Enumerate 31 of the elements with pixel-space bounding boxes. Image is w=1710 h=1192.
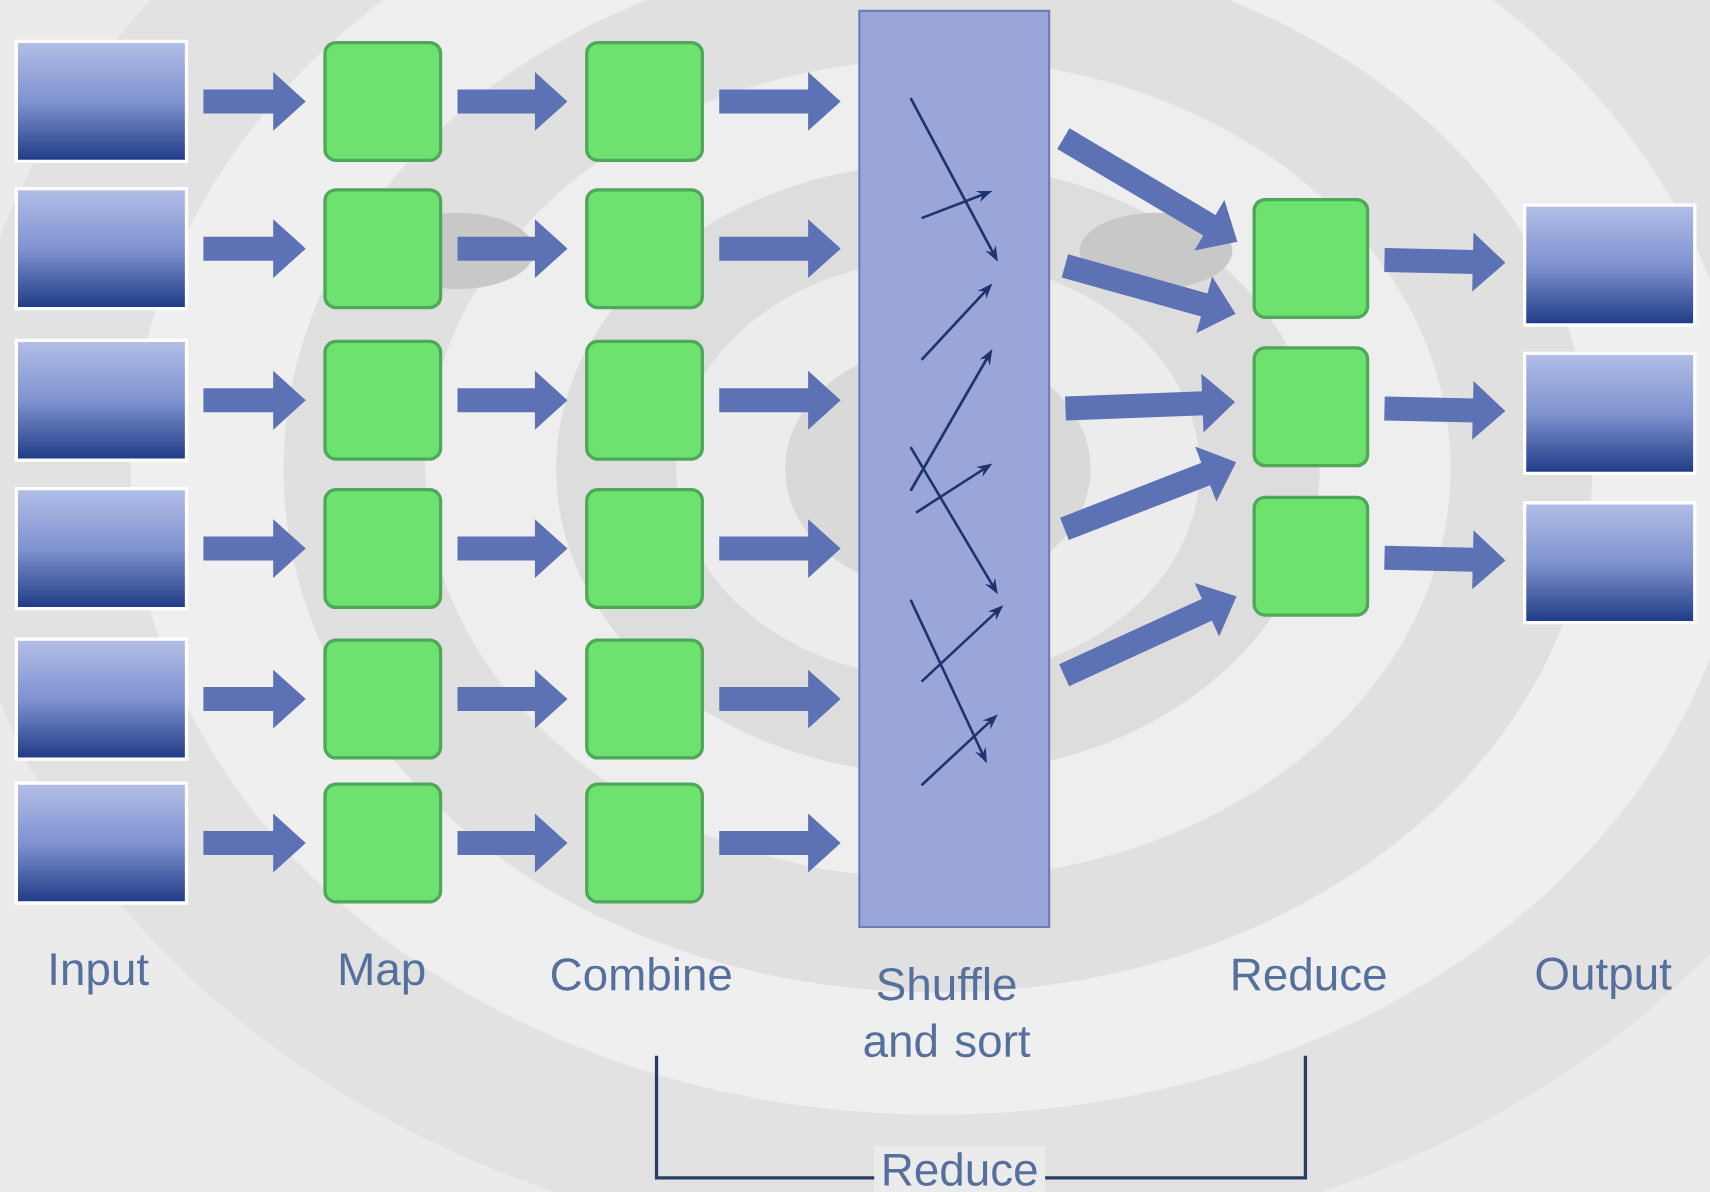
task-box [323,488,443,610]
column-label: Map [340,953,425,995]
task-box [585,188,704,310]
task-box [585,339,704,461]
data-block [14,637,189,761]
data-block [1523,351,1697,475]
task-box [1252,495,1370,617]
data-block [1523,203,1697,327]
task-box [585,638,704,760]
task-box [323,188,443,310]
bracket-label: Reduce [874,1145,1046,1192]
shuffle-box [858,9,1051,929]
task-box [585,782,704,904]
column-label: Input [51,953,149,995]
task-box [323,638,443,760]
task-box [1252,346,1370,468]
data-block [14,39,189,164]
data-block [14,187,189,311]
data-block [14,781,189,905]
data-block [14,486,189,611]
task-box [585,40,704,162]
task-box [323,40,443,162]
column-label: Output [1536,957,1672,999]
column-label: Reduce [1233,957,1386,991]
task-box [323,339,443,461]
data-block [1523,501,1697,625]
task-box [323,782,443,904]
task-box [1252,197,1370,319]
column-label: Combine [551,957,731,991]
data-block [14,338,189,462]
task-box [585,488,704,610]
